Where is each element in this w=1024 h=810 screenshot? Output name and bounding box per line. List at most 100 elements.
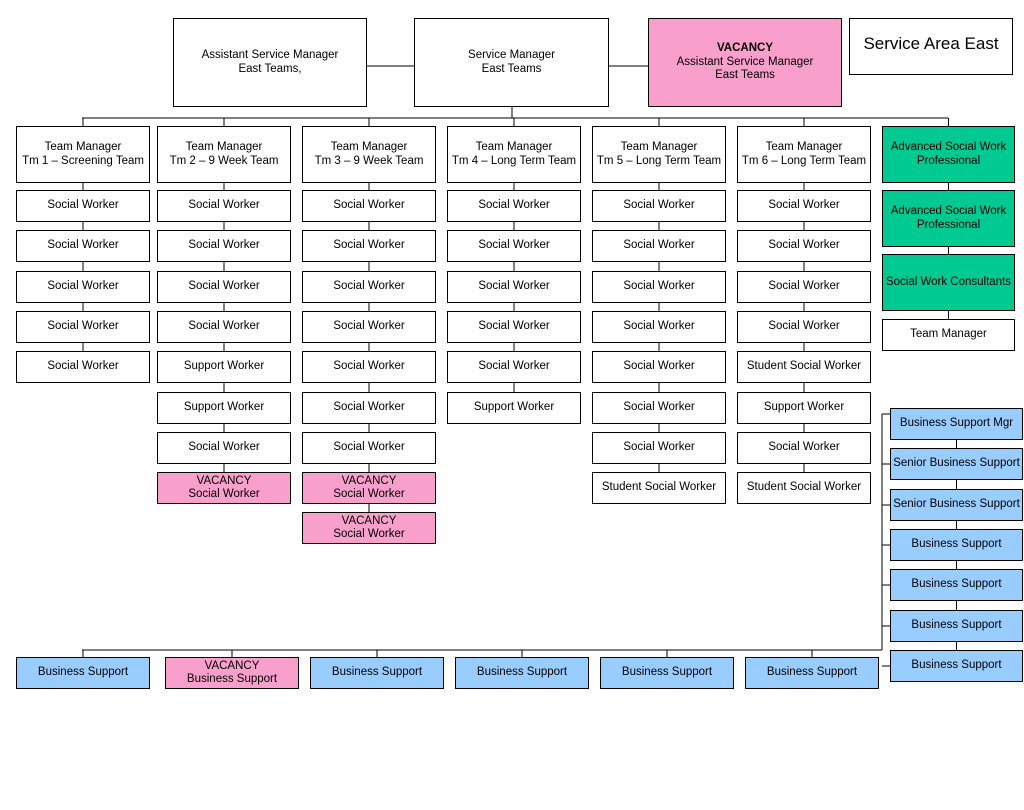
worker-box: Social Worker: [16, 351, 150, 383]
worker-box-line: Social Worker: [768, 280, 840, 293]
vacancy-worker-box-line: VACANCY: [196, 474, 252, 487]
team-manager-header-line: Team Manager: [475, 141, 553, 153]
worker-box-line: Student Social Worker: [601, 481, 717, 494]
worker-box-line: Social Worker: [333, 320, 405, 333]
vacancy-worker-box-line: Social Worker: [333, 528, 405, 540]
service-manager-box-line: Service Manager: [468, 49, 555, 61]
worker-box-line: Social Worker: [188, 320, 260, 333]
team-manager-header-line: Team Manager: [620, 141, 698, 153]
business-support-label: Senior Business Support: [893, 457, 1020, 470]
worker-box: Social Worker: [592, 432, 726, 464]
worker-box-line: Social Worker: [623, 320, 695, 333]
worker-box-line: Social Worker: [768, 441, 840, 454]
specialist-box-line: Professional: [916, 154, 981, 167]
specialist-box-line: Advanced Social Work: [890, 141, 1007, 153]
worker-box-line: Social Worker: [623, 441, 695, 454]
worker-box: Social Worker: [157, 311, 291, 343]
worker-box-line: Social Worker: [478, 360, 550, 373]
vacancy-worker-box-line: Social Worker: [188, 488, 260, 500]
worker-box: Support Worker: [157, 392, 291, 424]
business-support-box: Business Support: [890, 610, 1023, 642]
business-support-box: Senior Business Support: [890, 448, 1023, 480]
worker-box-line: Social Worker: [188, 280, 260, 293]
specialist-box: Social Work Consultants: [882, 254, 1015, 311]
worker-box: Social Worker: [592, 311, 726, 343]
worker-box-line: Social Worker: [333, 239, 405, 252]
vacancy-worker-box-line: VACANCY: [341, 474, 397, 487]
worker-box-line: Social Worker: [623, 239, 695, 252]
worker-box: Social Worker: [157, 190, 291, 222]
business-support-box: Business Support: [600, 657, 734, 689]
specialist-box-line: Professional: [916, 218, 981, 231]
worker-box: Social Worker: [447, 311, 581, 343]
worker-box-line: Social Worker: [478, 320, 550, 333]
worker-box-line: Social Worker: [768, 199, 840, 212]
worker-box: Social Worker: [302, 351, 436, 383]
worker-box: Support Worker: [157, 351, 291, 383]
team-manager-header-line: Tm 6 – Long Term Team: [741, 154, 867, 167]
business-support-box: Business Support: [16, 657, 150, 689]
worker-box: Social Worker: [302, 311, 436, 343]
team-manager-header-line: Team Manager: [765, 141, 843, 153]
business-support-label: Business Support Mgr: [899, 417, 1014, 430]
business-support-label: Business Support: [911, 538, 1002, 551]
worker-box: Social Worker: [737, 190, 871, 222]
worker-box-line: Social Worker: [333, 441, 405, 454]
worker-box-line: Social Worker: [623, 199, 695, 212]
worker-box-line: Social Worker: [333, 199, 405, 212]
team-manager-header-line: Tm 2 – 9 Week Team: [169, 154, 279, 167]
worker-box-line: Support Worker: [473, 401, 555, 414]
worker-box: Social Worker: [16, 190, 150, 222]
business-support-box: Business Support: [745, 657, 879, 689]
worker-box: Social Worker: [302, 190, 436, 222]
service-manager-box-line: East Teams: [481, 62, 542, 75]
worker-box-line: Social Worker: [768, 239, 840, 252]
worker-box-line: Social Worker: [623, 280, 695, 293]
business-support-box-line: Business Support: [621, 666, 713, 679]
worker-box-line: Social Worker: [478, 280, 550, 293]
vacancy-worker-box-line: Social Worker: [333, 488, 405, 500]
vacancy-business-support-box-line: VACANCY: [204, 659, 260, 672]
team-manager-box: Team Manager: [882, 319, 1015, 351]
business-support-box: Senior Business Support: [890, 489, 1023, 521]
business-support-box: Business Support: [455, 657, 589, 689]
team-manager-header-line: Tm 4 – Long Term Team: [451, 154, 577, 167]
business-support-label: Business Support: [911, 619, 1002, 632]
worker-box-line: Social Worker: [768, 320, 840, 333]
specialist-box-line: Advanced Social Work: [890, 205, 1007, 217]
worker-box: Student Social Worker: [592, 472, 726, 504]
worker-box-line: Social Worker: [333, 360, 405, 373]
worker-box: Support Worker: [447, 392, 581, 424]
assistant-service-manager-box-line: Assistant Service Manager: [201, 49, 339, 61]
worker-box: Social Worker: [592, 271, 726, 303]
worker-box: Social Worker: [737, 271, 871, 303]
team-manager-header-line: Team Manager: [44, 141, 122, 153]
worker-box: Social Worker: [737, 432, 871, 464]
vacancy-worker-box-line: VACANCY: [341, 514, 397, 527]
team-manager-header-line: Tm 1 – Screening Team: [22, 154, 144, 167]
worker-box: Student Social Worker: [737, 351, 871, 383]
business-support-label: Business Support: [911, 659, 1002, 672]
worker-box: Social Worker: [157, 432, 291, 464]
worker-box: Social Worker: [302, 230, 436, 262]
business-support-box: Business Support: [890, 650, 1023, 682]
worker-box: Social Worker: [737, 311, 871, 343]
worker-box-line: Social Worker: [188, 239, 260, 252]
assistant-service-manager-box-line: East Teams,: [238, 62, 302, 75]
worker-box: Social Worker: [16, 271, 150, 303]
worker-box: Social Worker: [302, 392, 436, 424]
worker-box-line: Social Worker: [623, 401, 695, 414]
worker-box: Social Worker: [157, 271, 291, 303]
worker-box: Social Worker: [592, 351, 726, 383]
vacancy-asm-box-line: VACANCY: [716, 42, 773, 55]
worker-box-line: Social Worker: [47, 239, 119, 252]
worker-box-line: Social Worker: [47, 199, 119, 212]
